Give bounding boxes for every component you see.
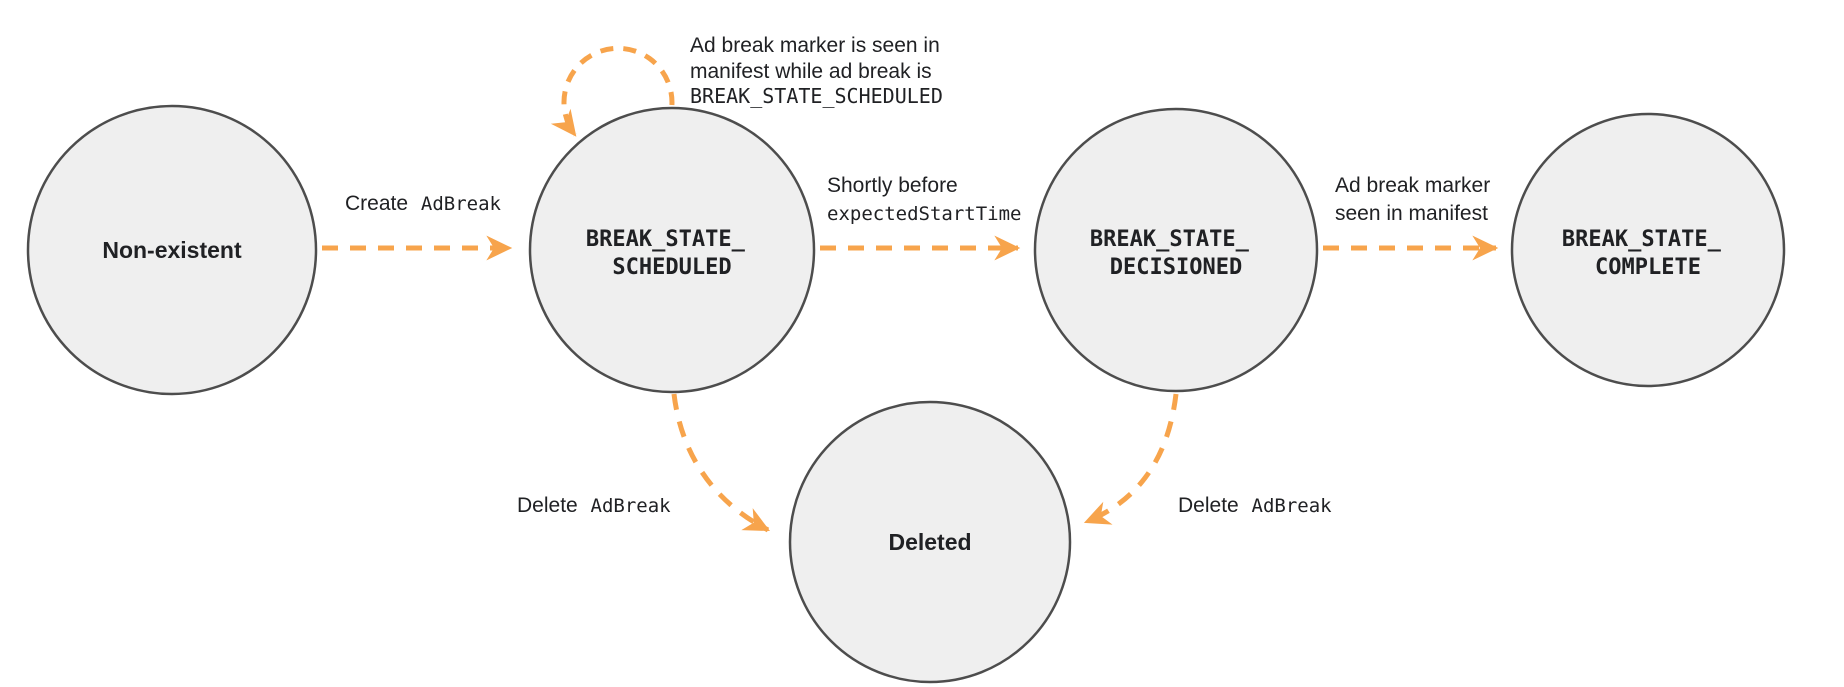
state-label: BREAK_STATE_ SCHEDULED (586, 227, 758, 280)
state-non-existent: Non-existent (26, 104, 318, 396)
state-deleted: Deleted (788, 400, 1072, 684)
transition-arrows (322, 45, 1499, 533)
state-label: Deleted (888, 529, 971, 555)
state-circle (1510, 112, 1786, 388)
state-circle (26, 104, 318, 396)
label-delete-adbreak-right: Delete AdBreak (1178, 494, 1332, 517)
state-label: Non-existent (102, 237, 242, 263)
arrow-self-loop-scheduled (550, 45, 675, 137)
label-create-adbreak: Create AdBreak (345, 192, 502, 215)
state-label: BREAK_STATE_ COMPLETE (1562, 227, 1734, 280)
label-self-loop: Ad break marker is seen in manifest whil… (690, 34, 946, 108)
label-delete-adbreak-left: Delete AdBreak (517, 494, 671, 517)
state-label: BREAK_STATE_ DECISIONED (1090, 227, 1262, 280)
arrow-scheduled-to-deleted (671, 393, 770, 533)
state-nodes: Non-existent BREAK_STATE_ SCHEDULED BREA… (26, 104, 1786, 684)
state-break-state-decisioned: BREAK_STATE_ DECISIONED (1033, 107, 1319, 393)
label-shortly-before: Shortly before expectedStartTime (827, 174, 1021, 225)
state-circle (788, 400, 1072, 684)
state-break-state-scheduled: BREAK_STATE_ SCHEDULED (528, 106, 816, 394)
label-marker-seen: Ad break marker seen in manifest (1335, 174, 1496, 225)
state-circle (528, 106, 816, 394)
state-circle (1033, 107, 1319, 393)
arrow-decisioned-to-deleted (1083, 393, 1179, 525)
state-break-state-complete: BREAK_STATE_ COMPLETE (1510, 112, 1786, 388)
transition-labels: Create AdBreak Ad break marker is seen i… (345, 34, 1496, 517)
